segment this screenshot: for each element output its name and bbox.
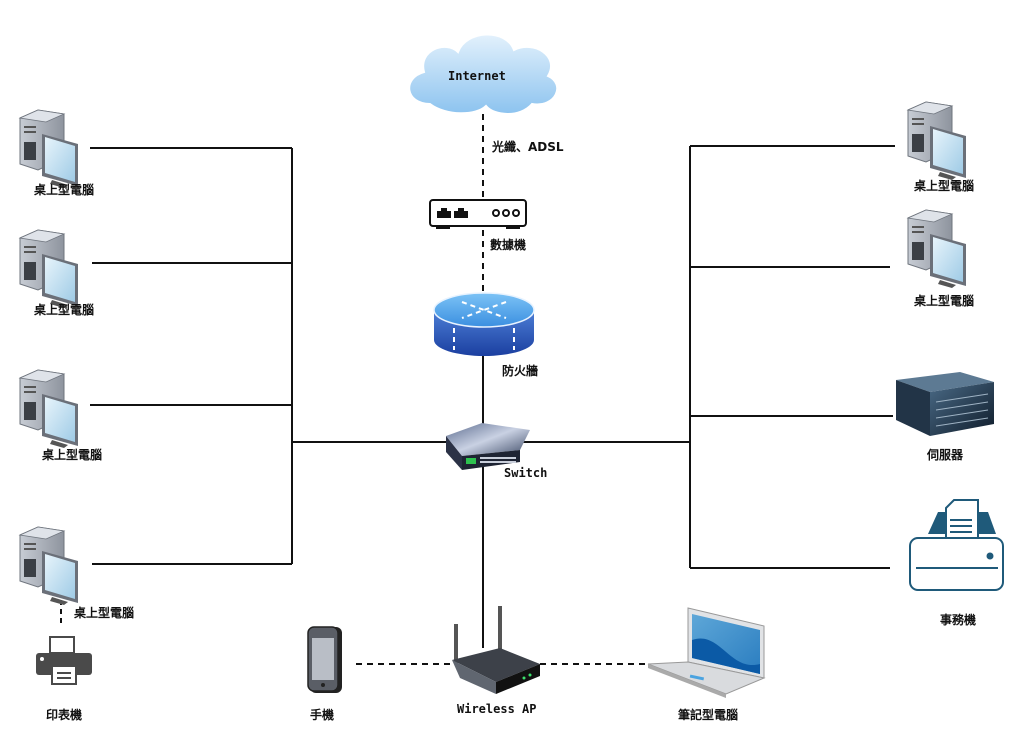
printer-icon — [36, 636, 92, 685]
wireless-ap-label: Wireless AP — [457, 702, 537, 716]
modem-icon — [429, 199, 527, 229]
desktop-icon — [19, 369, 79, 449]
left-desktop-label-1: 桌上型電腦 — [34, 183, 95, 197]
firewall-label: 防火牆 — [502, 364, 539, 378]
desktop-icon — [19, 109, 79, 189]
desktop-icon — [19, 229, 79, 309]
mobile-phone-icon — [307, 626, 342, 693]
server-icon — [896, 372, 994, 436]
mfp-label: 事務機 — [940, 613, 977, 627]
modem-label: 數據機 — [490, 238, 527, 252]
laptop-icon — [647, 607, 766, 698]
internet-label: Internet — [448, 69, 506, 83]
right-desktop-label-2: 桌上型電腦 — [914, 294, 975, 308]
left-desktop-label-4: 桌上型電腦 — [74, 606, 135, 620]
switch-label: Switch — [504, 466, 548, 480]
switch-icon — [446, 423, 530, 470]
left-desktop-label-2: 桌上型電腦 — [34, 303, 95, 317]
right-desktop-label-1: 桌上型電腦 — [914, 179, 975, 193]
link-type-label: 光纖、ADSL — [492, 140, 564, 154]
connection-lines — [60, 114, 895, 665]
server-label: 伺服器 — [927, 448, 964, 462]
left-desktop-label-3: 桌上型電腦 — [42, 448, 103, 462]
multifunction-printer-icon — [909, 499, 1004, 591]
wireless-router-icon — [452, 606, 540, 694]
phone-label: 手機 — [310, 708, 335, 722]
printer-label: 印表機 — [46, 708, 83, 722]
firewall-icon — [433, 292, 535, 356]
laptop-label: 筆記型電腦 — [678, 708, 739, 722]
desktop-icon — [907, 209, 967, 289]
desktop-icon — [19, 526, 79, 606]
desktop-icon — [907, 101, 967, 181]
cloud-icon — [408, 33, 559, 115]
